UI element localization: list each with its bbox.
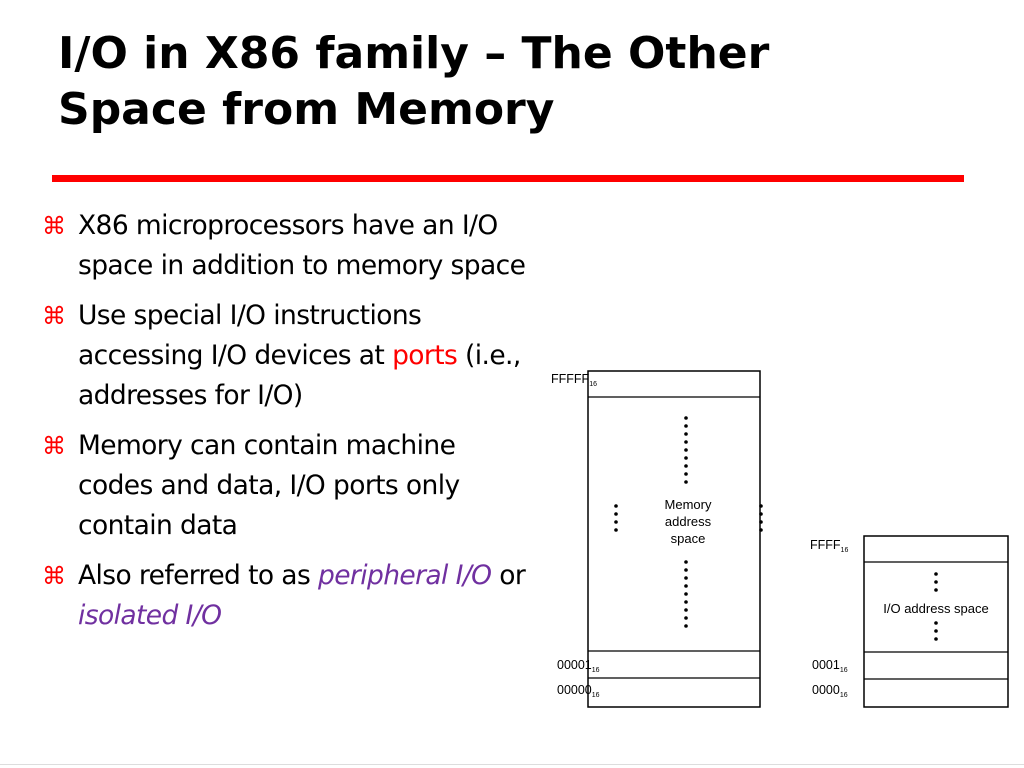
memory-row1-address: 0000116 [557,658,600,674]
io-top-address: FFFF16 [810,538,848,554]
highlight-ports: ports [392,340,458,371]
footer-divider [0,764,1024,765]
title-line-1: I/O in X86 family – The Other [58,28,770,79]
memory-block-outline [587,370,761,708]
memory-left-side-dots [614,504,618,532]
memory-label-line-2: address [665,514,712,529]
address-space-svg: Memory address space FFFFF16 0000116 000… [551,370,1009,708]
title-line-2: Space from Memory [58,84,555,135]
memory-lower-dots [684,560,688,628]
bullet-item: ⌘ Also referred to as peripheral I/O or … [42,556,532,636]
highlight-isolated-io: isolated I/O [78,600,222,631]
io-lower-dots [934,621,938,641]
memory-address-space-block: Memory address space FFFFF16 0000116 000… [551,370,763,708]
bullet-text: X86 microprocessors have an I/O space in… [78,210,526,281]
bullet-item: ⌘ Use special I/O instructions accessing… [42,296,532,416]
bullet-item: ⌘ Memory can contain machine codes and d… [42,426,532,546]
bullet-text: or [491,560,526,591]
command-key-bullet-icon: ⌘ [42,432,66,460]
command-key-bullet-icon: ⌘ [42,302,66,330]
bullet-item: ⌘ X86 microprocessors have an I/O space … [42,206,532,286]
bullet-text: Use special I/O instructions accessing I… [78,300,422,371]
io-block-outline [863,535,1009,708]
command-key-bullet-icon: ⌘ [42,562,66,590]
memory-top-address: FFFFF16 [551,372,597,388]
command-key-bullet-icon: ⌘ [42,212,66,240]
io-address-space-block: I/O address space FFFF16 000116 000016 [810,535,1009,708]
io-row0-address: 000016 [812,683,848,699]
bullet-text: (i.e., addresses for I/O) [78,340,521,411]
io-row1-address: 000116 [812,658,848,674]
bullet-list: ⌘ X86 microprocessors have an I/O space … [42,206,532,646]
memory-right-side-dots [759,504,763,532]
slide-title: I/O in X86 family – The Other Space from… [58,26,958,138]
memory-upper-dots [684,416,688,484]
address-space-diagram: Memory address space FFFFF16 0000116 000… [540,360,1020,720]
title-underline [52,175,964,182]
bullet-text: Memory can contain machine codes and dat… [78,430,460,541]
io-upper-dots [934,572,938,592]
memory-label-line-1: Memory [665,497,712,512]
highlight-peripheral-io: peripheral I/O [317,560,492,591]
bullet-text: Also referred to as [78,560,318,591]
memory-label-line-3: space [671,531,706,546]
memory-row0-address: 0000016 [557,683,600,699]
io-space-label: I/O address space [883,601,989,616]
